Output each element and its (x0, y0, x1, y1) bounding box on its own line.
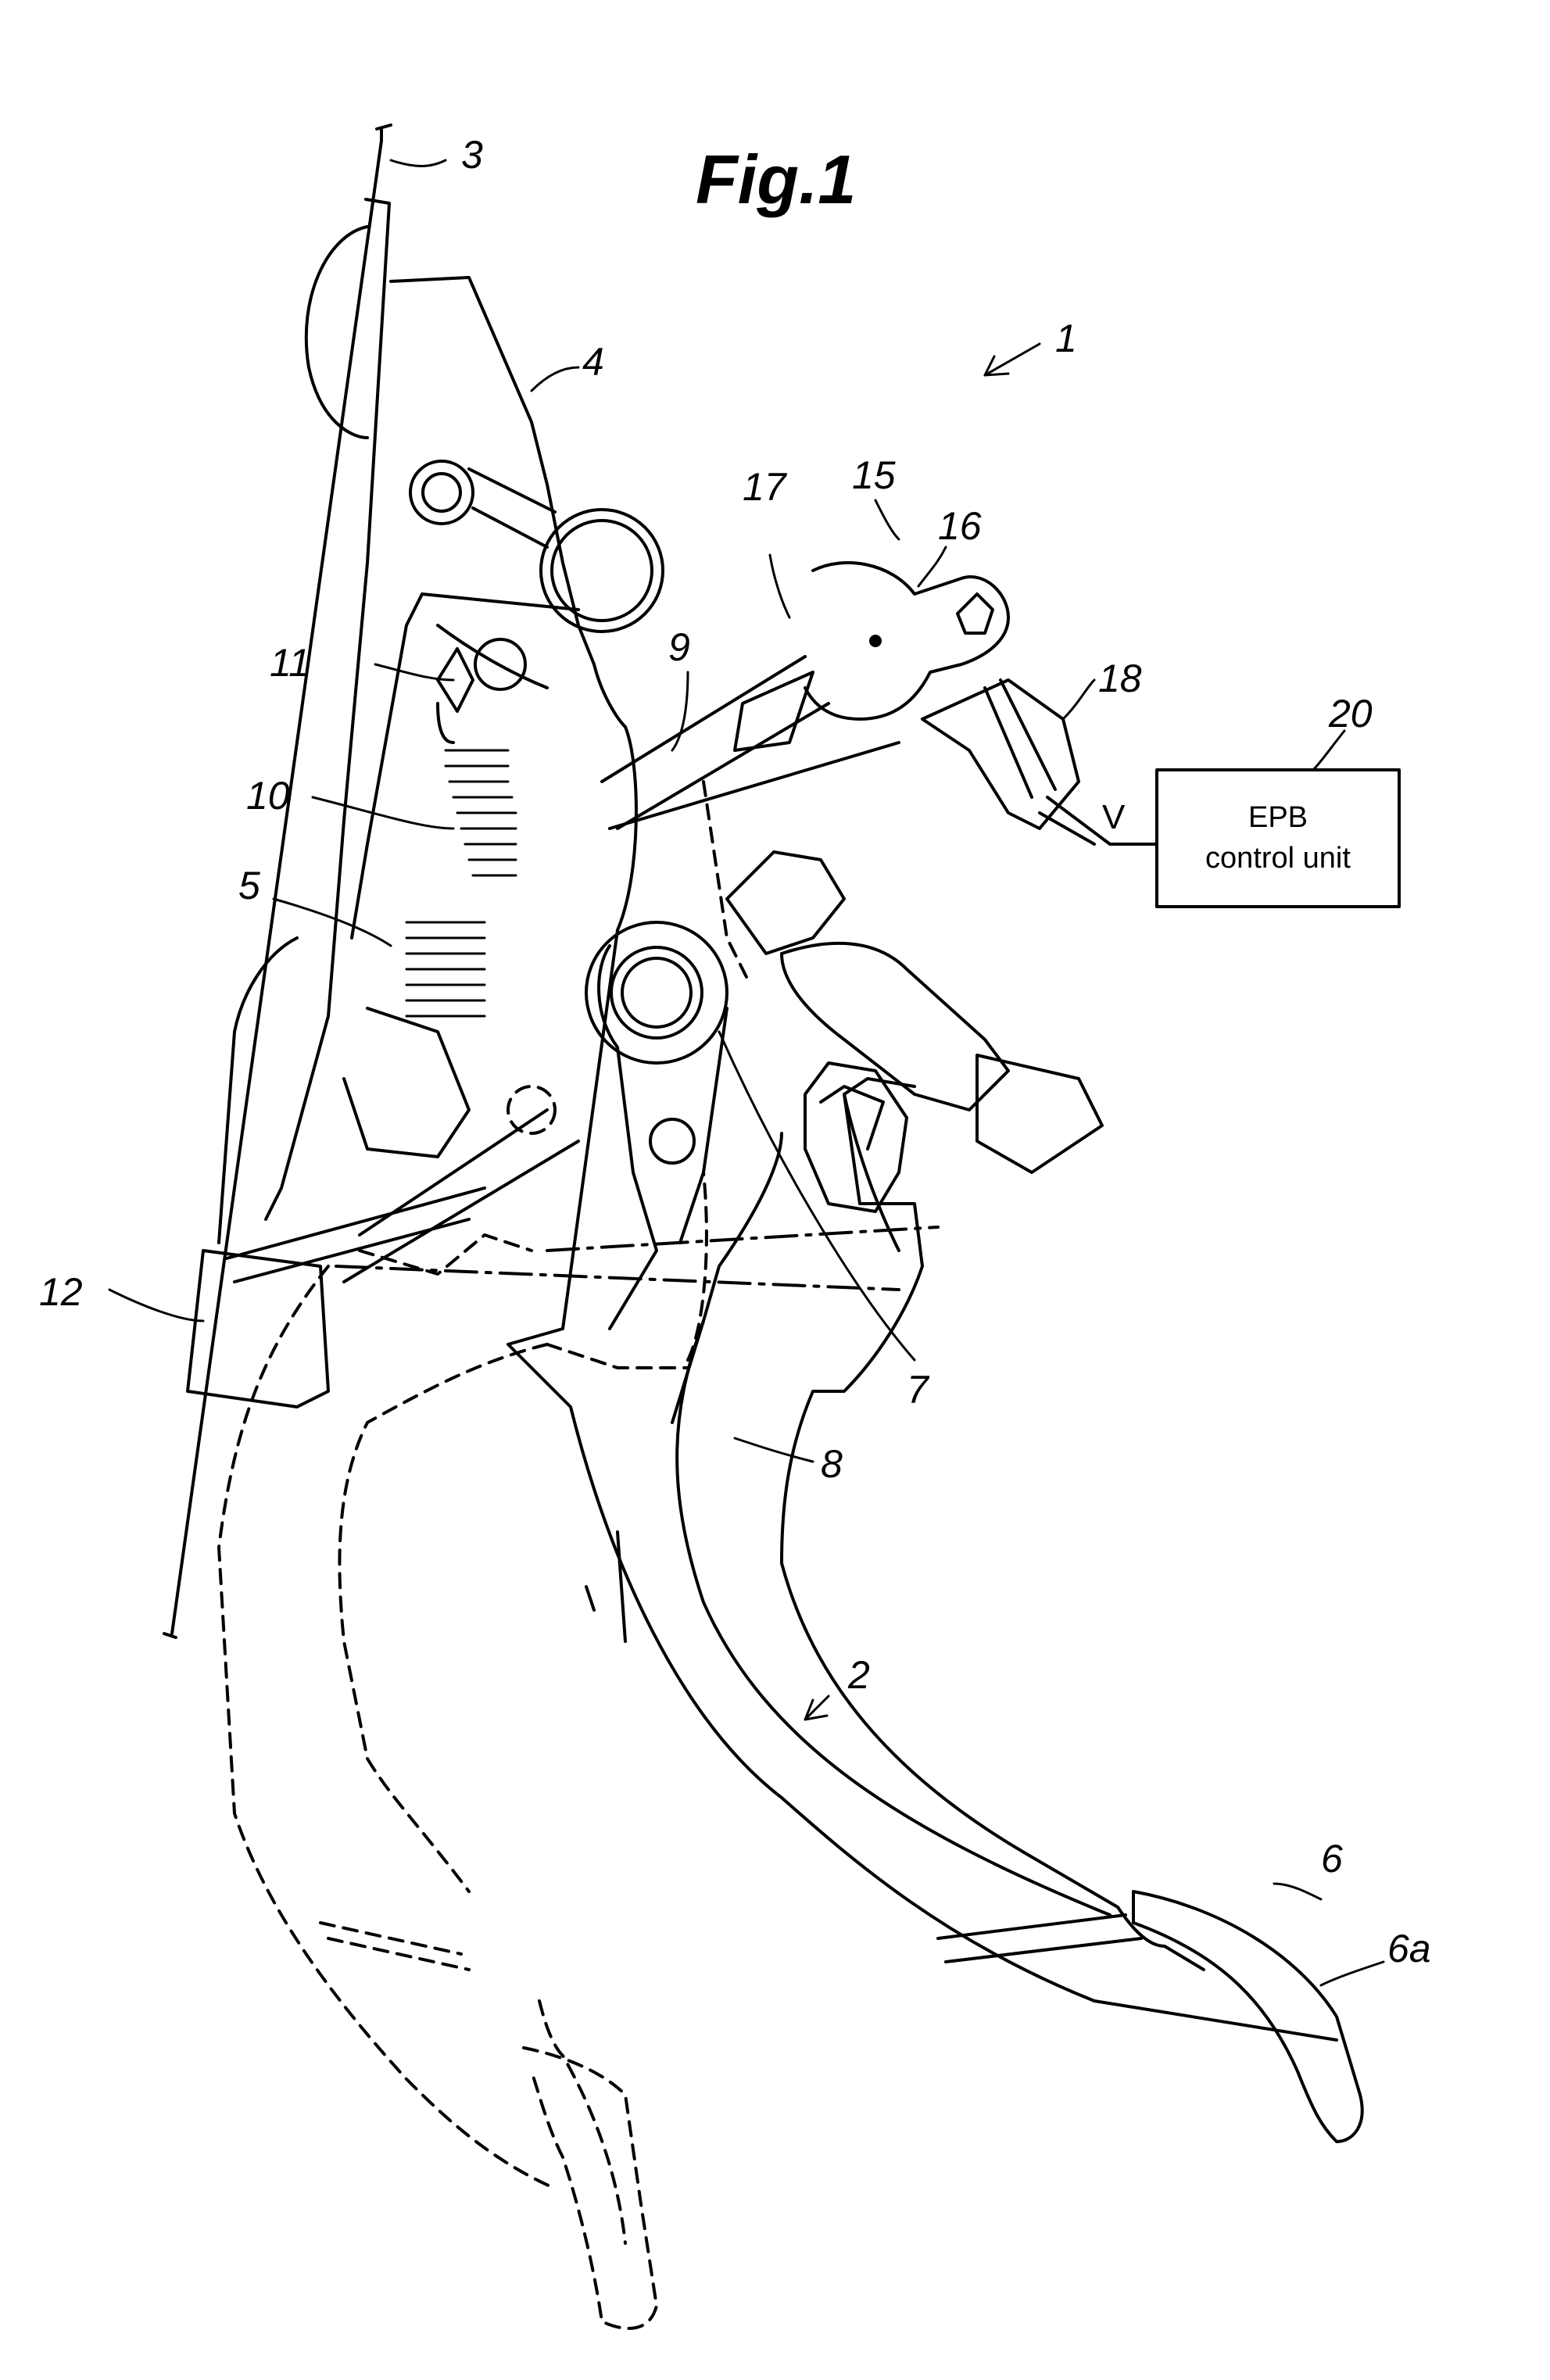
signal-label: V (1102, 798, 1126, 836)
label-7: 7 (907, 1368, 930, 1412)
label-10: 10 (246, 774, 290, 818)
label-8: 8 (821, 1442, 843, 1486)
label-3: 3 (461, 133, 483, 177)
control-unit-line1: EPB (1248, 801, 1308, 834)
label-6: 6 (1321, 1837, 1343, 1881)
label-11: 11 (270, 641, 310, 685)
label-4: 4 (582, 340, 604, 384)
label-15: 15 (852, 453, 896, 497)
label-9: 9 (668, 625, 690, 669)
label-6a: 6a (1387, 1927, 1431, 1970)
label-5: 5 (238, 864, 260, 907)
label-12: 12 (39, 1270, 83, 1314)
label-17: 17 (743, 465, 788, 509)
label-1: 1 (1055, 317, 1077, 360)
label-16: 16 (938, 504, 982, 548)
label-2: 2 (847, 1653, 870, 1697)
figure-title: Fig.1 (696, 141, 856, 218)
control-unit-line2: control unit (1205, 842, 1351, 875)
label-18: 18 (1098, 657, 1142, 700)
label-20: 20 (1328, 692, 1373, 735)
